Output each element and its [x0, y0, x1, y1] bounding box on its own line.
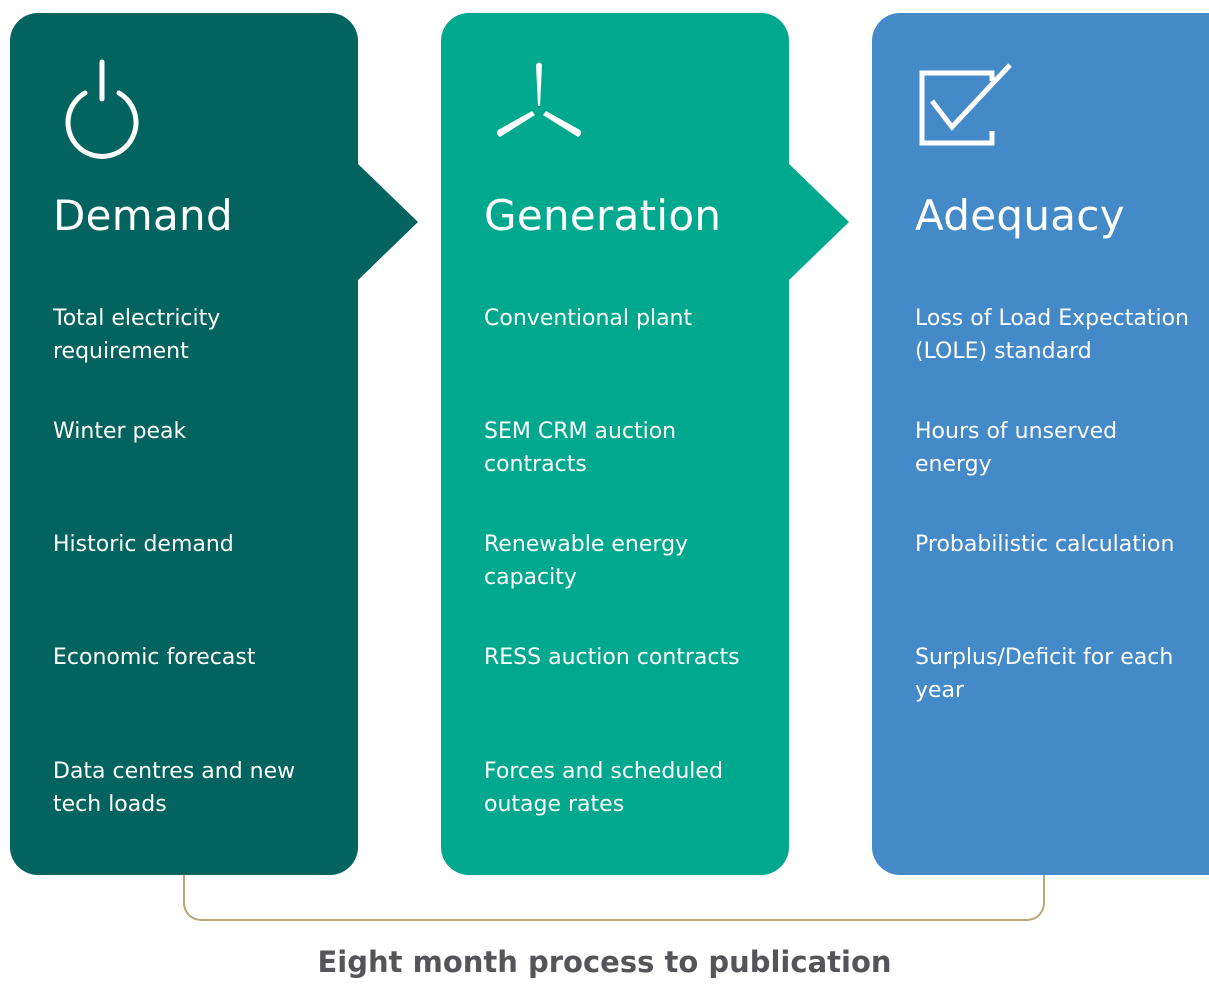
generation-item: Renewable energy capacity [484, 532, 689, 590]
generation-card: Generation Conventional plant SEM CRM au… [441, 13, 789, 875]
generation-item: Conventional plant [484, 306, 693, 331]
checkbox-icon [919, 63, 1012, 146]
generation-item: SEM CRM auction contracts [484, 419, 677, 477]
generation-item: Forces and scheduled outage rates [484, 759, 723, 817]
demand-item: Total electricity requirement [53, 306, 221, 364]
demand-item: Economic forecast [53, 645, 256, 670]
demand-item: Winter peak [53, 419, 187, 444]
demand-heading: Demand [53, 191, 233, 240]
generation-heading: Generation [484, 191, 722, 240]
adequacy-item: Hours of unserved energy [915, 419, 1118, 477]
adequacy-item: Loss of Load Expectation (LOLE) standard [915, 306, 1189, 364]
adequacy-item: Probabilistic calculation [915, 532, 1175, 557]
power-icon [65, 59, 139, 159]
wind-turbine-icon [496, 62, 582, 137]
adequacy-card: Adequacy Loss of Load Expectation (LOLE)… [872, 13, 1209, 875]
demand-item: Data centres and new tech loads [53, 759, 296, 817]
demand-card: Demand Total electricity requirement Win… [10, 13, 358, 875]
flow-arrow-demand-to-generation [356, 162, 418, 282]
flow-arrow-generation-to-adequacy [787, 162, 849, 282]
timeline-bracket [183, 875, 1045, 921]
adequacy-item: Surplus/Deficit for each year [915, 645, 1174, 703]
generation-item: RESS auction contracts [484, 645, 740, 670]
demand-item: Historic demand [53, 532, 234, 557]
adequacy-heading: Adequacy [915, 191, 1125, 240]
process-caption: Eight month process to publication [317, 945, 892, 979]
